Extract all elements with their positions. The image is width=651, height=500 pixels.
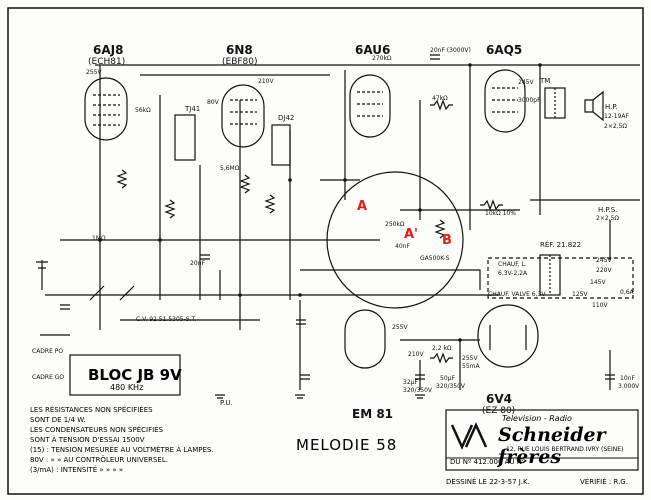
resistor-label: 250kΩ: [385, 221, 405, 228]
speaker-spec: 12-19AF: [604, 113, 629, 120]
brand-name: Schneider frères: [498, 424, 606, 468]
note-line: SONT À TENSION D'ESSAI 1500V: [30, 436, 145, 444]
transformer-ref: RÉF. 21.822: [540, 241, 582, 249]
voltage-tap: 220V: [596, 267, 612, 274]
tube-6n8-label: 6N8: [226, 43, 253, 57]
voltage-label: 210V: [258, 78, 274, 85]
speaker-label: H.P.S.: [598, 206, 618, 214]
transformer-label: TM: [540, 77, 551, 85]
capacitor-label: 320/350V: [436, 383, 466, 390]
notes-block: LES RÉSISTANCES NON SPÉCIFIÉES SONT DE 1…: [30, 405, 214, 475]
antenna-label: CADRE GO: [32, 374, 65, 381]
capacitor-label: 3.000V: [618, 383, 640, 390]
checked-by: VÉRIFIÉ : R.G.: [580, 478, 628, 486]
heater-label: CHAUF. L.: [498, 261, 527, 268]
voltage-tap: 110V: [592, 302, 608, 309]
speaker-spec: 2×2,5Ω: [596, 215, 619, 222]
voltage-tap: 125V: [572, 291, 588, 298]
schematic-title: MELODIE 58: [296, 436, 398, 454]
tube-6v4-label: 6V4: [486, 392, 512, 406]
tube-6v4-sub: (EZ 80): [482, 406, 516, 416]
capacitor-label: 32μF: [403, 379, 418, 386]
tube-em81-label: EM 81: [352, 407, 394, 421]
note-line: LES RÉSISTANCES NON SPÉCIFIÉES: [30, 406, 153, 414]
tube-6aj8-sub: (ECH81): [88, 57, 126, 67]
brand-box: Television - Radio Schneider frères 12, …: [446, 410, 638, 470]
speaker-label: H.P.: [605, 103, 618, 111]
voltage-tap: 145V: [590, 279, 606, 286]
antenna-label: CADRE PO: [32, 348, 64, 355]
capacitor-label: 20nF: [190, 260, 205, 267]
note-line: SONT DE 1/4 W.: [30, 416, 86, 424]
speaker-spec: 2×2,5Ω: [604, 123, 627, 130]
resistor-label: 270kΩ: [372, 55, 392, 62]
tube-6aj8-label: 6AJ8: [93, 43, 124, 57]
capacitor-label: 10nF: [620, 375, 635, 382]
brand-address: 12, RUE LOUIS BERTRAND IVRY (SEINE): [506, 446, 624, 453]
tube-6n8-sub: (EBF80): [222, 57, 258, 67]
note-line: LES CONDENSATEURS NON SPÉCIFIÉS: [30, 426, 164, 434]
drawn-date: DESSINÉ LE 22-3-57 J.K.: [446, 478, 530, 486]
pickup-label: P.U.: [220, 399, 233, 407]
voltage-label: 255V: [86, 69, 102, 76]
junction-dots: [98, 63, 542, 342]
resistor-label: 47kΩ: [432, 95, 448, 102]
marker-a-prime: A': [404, 227, 419, 242]
if-block-label: BLOC JB 9V: [88, 366, 182, 384]
capacitor-label: C.V. 92.51.5305-S.T.: [136, 316, 197, 323]
fuse-label: 0,6A: [620, 289, 634, 296]
current-label: 55mA: [462, 363, 480, 370]
capacitor-label: 20nF (3000V): [430, 47, 471, 54]
capacitor-label: 40nF: [395, 243, 410, 250]
tube-6aq5-label: 6AQ5: [486, 43, 523, 57]
voltage-label: 245V: [518, 79, 534, 86]
brand-tagline: Television - Radio: [502, 414, 572, 423]
capacitor-label: 320/350V: [403, 387, 433, 394]
potentiometer-label: GA500K-S: [420, 255, 450, 262]
transformer-label: DJ42: [278, 114, 295, 122]
note-line: 80V : » » AU CONTRÔLEUR UNIVERSEL.: [30, 456, 168, 464]
transformer-label: TJ41: [185, 105, 201, 113]
resistor-label: 56kΩ: [135, 107, 151, 114]
if-block-freq: 480 KHz: [110, 383, 144, 392]
serial-range: DU Nº 412.000 AU Nº: [450, 458, 526, 466]
voltage-label: 210V: [408, 351, 424, 358]
marker-a: A: [357, 199, 368, 214]
marker-b: B: [442, 233, 452, 248]
tube-6au6-label: 6AU6: [355, 43, 391, 57]
voltage-label: 255V: [462, 355, 478, 362]
heater-label: CHAUF. VALVE 6,3V: [488, 291, 546, 298]
brand-logo: [450, 421, 488, 451]
note-line: (15) : TENSION MESURÉE AU VOLTMÈTRE À LA…: [30, 446, 214, 454]
resistor-label: 5,6MΩ: [220, 165, 240, 172]
note-line: (3/mA) : INTENSITÉ » » » »: [30, 466, 124, 474]
voltage-label: 80V: [207, 99, 219, 106]
capacitor-label: 50μF: [440, 375, 455, 382]
voltage-tap: 245V: [596, 257, 612, 264]
resistor-label: 1MΩ: [92, 235, 106, 242]
voltage-label: 255V: [392, 324, 408, 331]
resistor-label: 10kΩ 10%: [485, 210, 516, 217]
resistor-label: 2,2 kΩ: [432, 345, 452, 352]
heater-label: 6,3V-2,2A: [498, 270, 528, 277]
capacitor-label: 3000pF: [518, 97, 541, 104]
